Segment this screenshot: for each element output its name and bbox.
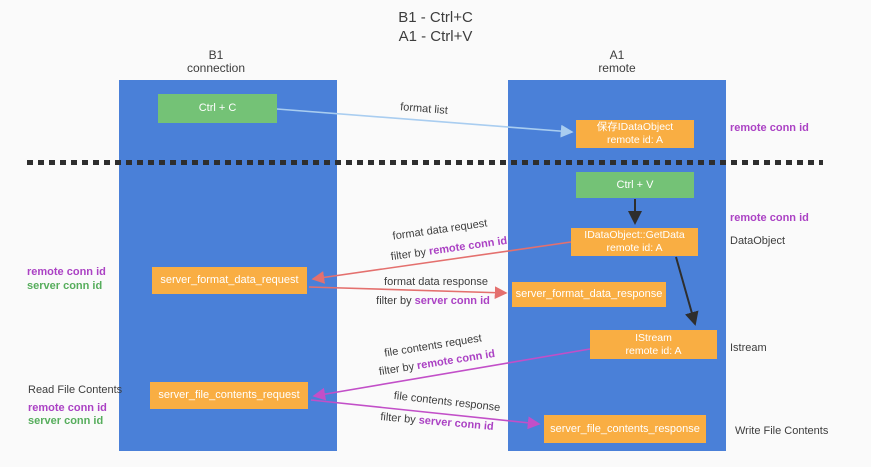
dashed-divider <box>27 160 823 165</box>
read-file-contents-label: Read File Contents <box>28 384 123 396</box>
istream-line2: remote id: A <box>625 344 682 357</box>
header-a1-remote: A1 remote <box>517 49 717 75</box>
left-server-conn-id-bottom: server conn id <box>28 415 104 427</box>
header-b1-connection: B1 connection <box>116 49 316 75</box>
remote-conn-id-label-mid: remote conn id <box>730 212 809 224</box>
ctrl-v-box: Ctrl + V <box>576 172 694 198</box>
filter-prefix: filter by <box>376 295 415 307</box>
remote-conn-id-label-top: remote conn id <box>730 122 809 134</box>
format-list-label: format list <box>399 101 449 117</box>
left-server-conn-id-mid: server conn id <box>27 280 103 292</box>
title-line-1: B1 - Ctrl+C <box>398 9 473 26</box>
write-file-contents-label: Write File Contents <box>735 425 829 437</box>
header-remote: remote <box>598 61 636 75</box>
diagram-title: B1 - Ctrl+C A1 - Ctrl+V <box>0 8 871 46</box>
format-data-response-label: format data response <box>384 276 488 288</box>
header-a1: A1 <box>609 48 625 62</box>
server-file-contents-request-box: server_file_contents_request <box>150 382 308 409</box>
filter-prefix: filter by <box>390 245 430 264</box>
left-remote-conn-id-bottom: remote conn id <box>28 402 107 414</box>
istream-box: IStream remote id: A <box>590 330 717 359</box>
server-file-contents-response-label: server_file_contents_response <box>550 422 700 435</box>
istream-side-label: Istream <box>730 342 767 354</box>
server-format-data-request-label: server_format_data_request <box>160 274 299 286</box>
server-file-contents-response-box: server_file_contents_response <box>544 415 706 443</box>
file-contents-response-label: file contents response <box>393 389 501 415</box>
ctrl-c-box: Ctrl + C <box>158 94 277 123</box>
dataobject-label: DataObject <box>730 235 786 247</box>
filter-prefix: filter by <box>379 411 420 427</box>
header-connection: connection <box>186 61 246 75</box>
server-conn-id-highlight: server conn id <box>418 414 495 433</box>
server-format-data-request-box: server_format_data_request <box>152 267 307 294</box>
save-dataobject-line2: remote id: A <box>606 134 664 146</box>
server-conn-id-highlight: server conn id <box>414 295 490 307</box>
server-format-data-response-label: server_format_data_response <box>515 288 663 300</box>
save-dataobject-line1: 保存IDataObject <box>596 121 674 133</box>
server-file-contents-request-label: server_file_contents_request <box>158 389 300 401</box>
ctrl-v-label: Ctrl + V <box>616 178 654 191</box>
filter-by-server-conn-id-label-2: filter by server conn id <box>380 411 494 433</box>
ctrl-c-label: Ctrl + C <box>198 102 237 114</box>
filter-prefix: filter by <box>378 360 419 379</box>
left-remote-conn-id-mid: remote conn id <box>27 266 106 278</box>
getdata-box: IDataObject::GetData remote id: A <box>571 228 698 256</box>
title-line-2: A1 - Ctrl+V <box>398 28 473 45</box>
server-format-data-response-box: server_format_data_response <box>512 282 666 307</box>
getdata-line1: IDataObject::GetData <box>584 229 685 241</box>
remote-conn-id-highlight: remote conn id <box>428 234 508 258</box>
save-dataobject-box: 保存IDataObject remote id: A <box>576 120 694 148</box>
filter-by-server-conn-id-label-1: filter by server conn id <box>376 295 490 307</box>
header-b1: B1 <box>208 48 224 62</box>
getdata-line2: remote id: A <box>606 242 663 254</box>
istream-line1: IStream <box>635 331 672 344</box>
